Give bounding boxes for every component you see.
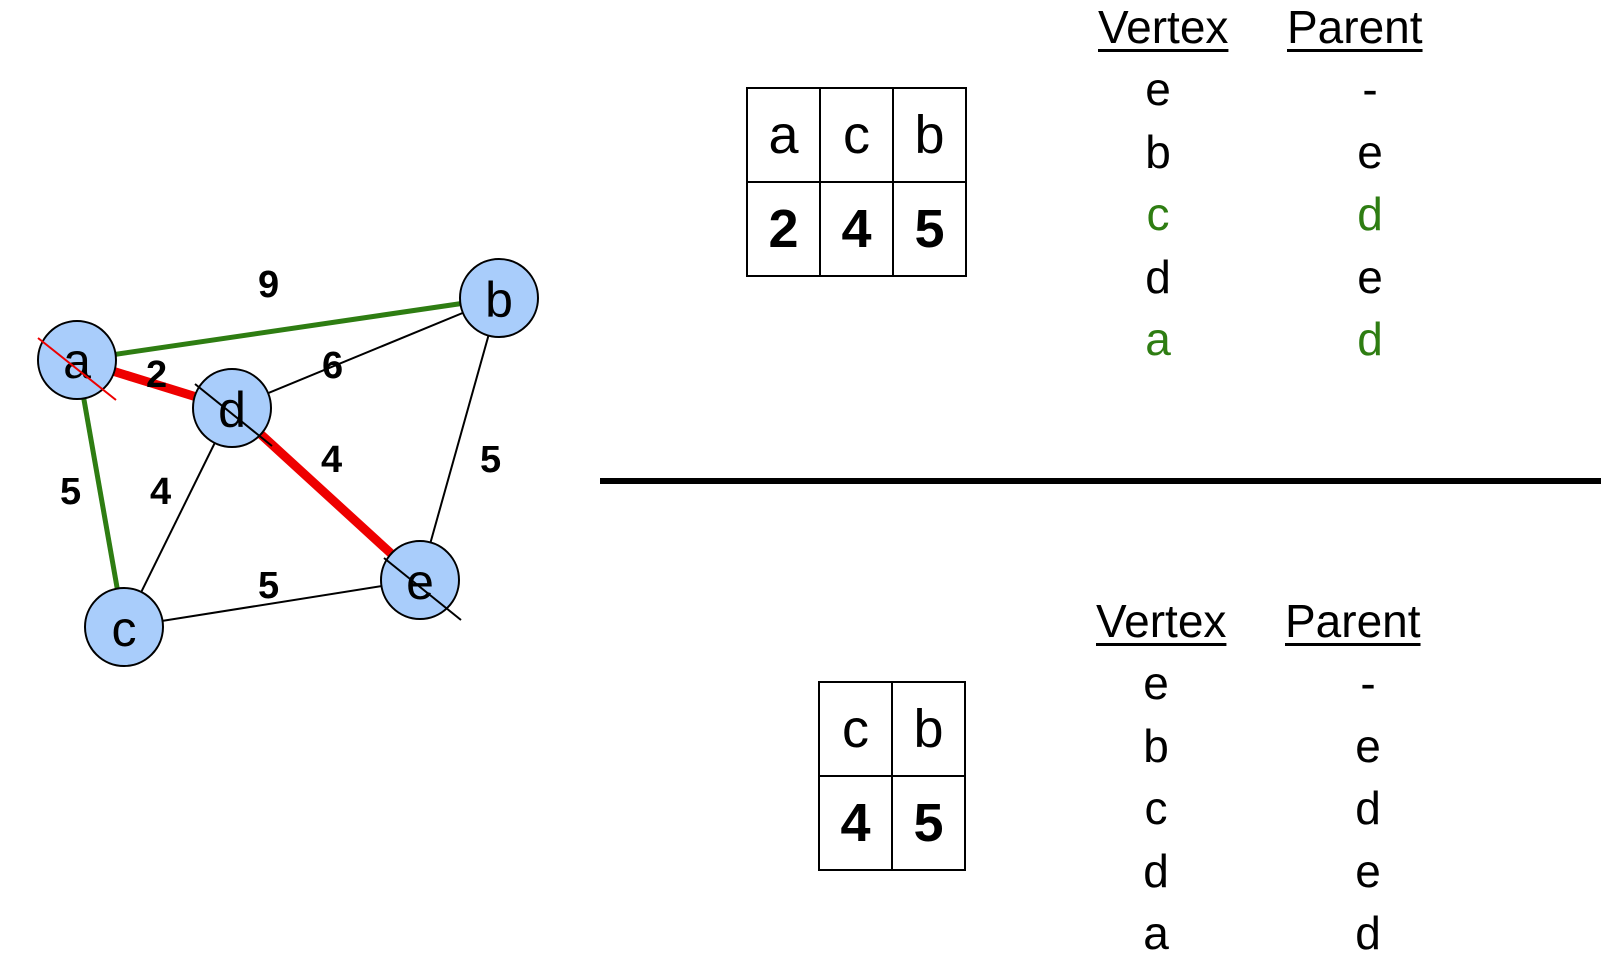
queue-value: 5 [892, 181, 967, 277]
weight-c-e: 5 [258, 565, 279, 607]
queue-key: a [746, 87, 821, 183]
edge-weights: 9 2 5 6 4 4 5 5 [60, 264, 501, 607]
edge-b-e [419, 297, 500, 581]
queue-value: 4 [819, 181, 894, 277]
weight-d-b: 6 [322, 345, 343, 387]
parent-header: Parent [1287, 1, 1423, 53]
vertex-header: Vertex [1096, 595, 1227, 647]
weight-b-e: 5 [480, 439, 501, 481]
vertex-header: Vertex [1098, 1, 1229, 53]
queue-key: b [891, 681, 966, 777]
node-label-c: c [112, 601, 137, 657]
graph-nodes: a b c d e [37, 258, 539, 667]
node-label-d: d [218, 382, 246, 438]
edge-d-c [123, 407, 233, 628]
parent-row: e- [1145, 63, 1378, 115]
weight-a-d: 2 [146, 354, 167, 396]
queue-key: b [892, 87, 967, 183]
cross-mark-d [194, 383, 273, 447]
weight-a-b: 9 [258, 264, 279, 306]
node-label-b: b [485, 272, 513, 328]
edge-c-e [123, 579, 421, 628]
cross-mark-e [383, 557, 462, 621]
section-divider [600, 478, 1601, 484]
crossed-out-marks [37, 337, 462, 621]
weight-d-e: 4 [321, 439, 342, 481]
edge-a-c [74, 359, 127, 628]
queue-key: c [818, 681, 893, 777]
priority-queue-bottom: c b 4 5 [818, 681, 966, 871]
queue-value: 4 [818, 775, 893, 871]
graph-diagram: 9 2 5 6 4 4 5 5 a b c d e [37, 258, 539, 667]
node-b: b [459, 258, 539, 338]
node-e: e [380, 540, 460, 620]
parent-row: e- [1143, 657, 1376, 709]
queue-value: 2 [746, 181, 821, 277]
node-c: c [84, 587, 164, 667]
edge-d-b [231, 297, 500, 409]
edge-d-e [228, 404, 424, 584]
edge-a-b [76, 295, 500, 363]
priority-queue-top: a c b 2 4 5 [746, 87, 967, 277]
queue-value: 5 [891, 775, 966, 871]
weight-a-c: 5 [60, 471, 81, 513]
cross-mark-a [37, 337, 117, 401]
node-a: a [37, 320, 117, 400]
node-label-e: e [406, 554, 434, 610]
weight-d-c: 4 [150, 471, 171, 513]
queue-key: c [819, 87, 894, 183]
node-d: d [192, 368, 272, 448]
parent-header: Parent [1285, 595, 1421, 647]
